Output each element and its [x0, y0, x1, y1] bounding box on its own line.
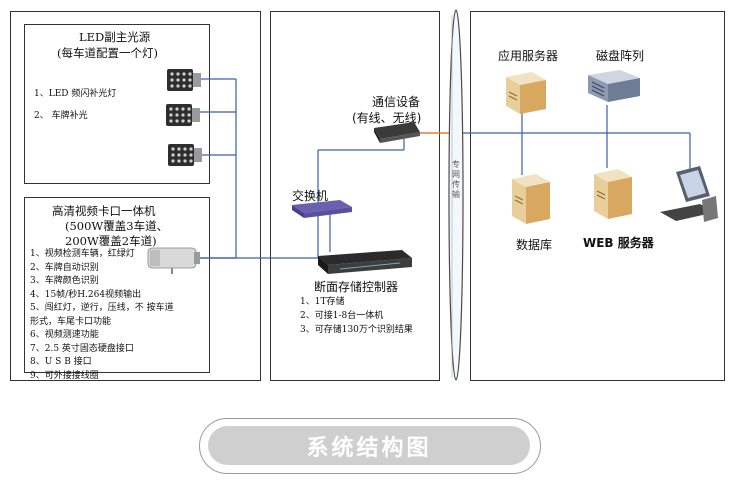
- camera-panel-subtitle-2: 200W覆盖2车道): [65, 234, 157, 248]
- camera-icon: [147, 247, 200, 274]
- led-item-1: 1、LED 频闪补光灯: [34, 89, 117, 99]
- database-label: 数据库: [516, 238, 553, 252]
- camera-panel: [24, 197, 210, 373]
- camera-feature: 2、车牌自动识别: [30, 262, 99, 273]
- workstation-icon: [660, 166, 718, 222]
- caption-frame: 系统结构图: [199, 418, 541, 474]
- storage-controller-icon: [318, 250, 412, 274]
- app-server-label: 应用服务器: [498, 49, 559, 63]
- led-panel-title: LED副主光源: [79, 30, 151, 44]
- camera-panel-title: 高清视频卡口一体机: [52, 204, 156, 218]
- switch-label: 交换机: [292, 189, 329, 203]
- camera-feature: 4、15帧/秒H.264视频输出: [30, 289, 142, 300]
- camera-feature: 1、视频检测车辆，红绿灯: [30, 249, 135, 259]
- camera-feature: 5、闯红灯，逆行，压线，不 按车道: [30, 303, 174, 313]
- switch-icon: [292, 200, 352, 218]
- diagram-caption: 系统结构图: [208, 426, 530, 465]
- camera-feature-list: 1、视频检测车辆，红绿灯 2、车牌自动识别 3、车牌颜色识别 4、15帧/秒H.…: [30, 248, 174, 383]
- camera-feature: 9、可外接接线圈: [30, 370, 99, 381]
- middle-panel: [270, 11, 440, 381]
- storage-item: 2、可接1-8台一体机: [300, 311, 384, 321]
- camera-feature: 3、车牌颜色识别: [30, 276, 99, 286]
- camera-feature: 8、U S B 接口: [30, 357, 92, 367]
- comm-device-subtitle: (有线、无线): [352, 111, 422, 125]
- led-panel-subtitle: (每车道配置一个灯): [57, 46, 158, 60]
- app-server-icon: [506, 72, 546, 114]
- storage-controller-label: 断面存储控制器: [314, 280, 399, 294]
- storage-item: 3、可存储130万个识别结果: [300, 325, 413, 335]
- comm-device-title: 通信设备: [372, 95, 421, 109]
- network-label: 专网传输: [452, 160, 460, 199]
- disk-array-label: 磁盘阵列: [596, 49, 645, 63]
- comm-device-icon: [374, 122, 420, 143]
- database-server-icon: [512, 174, 550, 224]
- camera-panel-subtitle-1: (500W覆盖3车道、: [65, 219, 169, 233]
- camera-feature: 形式，车尾卡口功能: [30, 316, 112, 327]
- web-server-icon: [594, 169, 632, 219]
- led-item-2: 2、 车牌补光: [34, 111, 88, 121]
- storage-item-list: 1、1T存储 2、可接1-8台一体机 3、可存储130万个识别结果: [300, 295, 413, 337]
- camera-feature: 7、2.5 英寸固态硬盘接口: [30, 343, 134, 354]
- disk-array-icon: [588, 70, 640, 102]
- camera-feature: 6、视频测速功能: [30, 330, 99, 340]
- web-server-label: WEB 服务器: [583, 236, 654, 250]
- storage-item: 1、1T存储: [300, 297, 345, 307]
